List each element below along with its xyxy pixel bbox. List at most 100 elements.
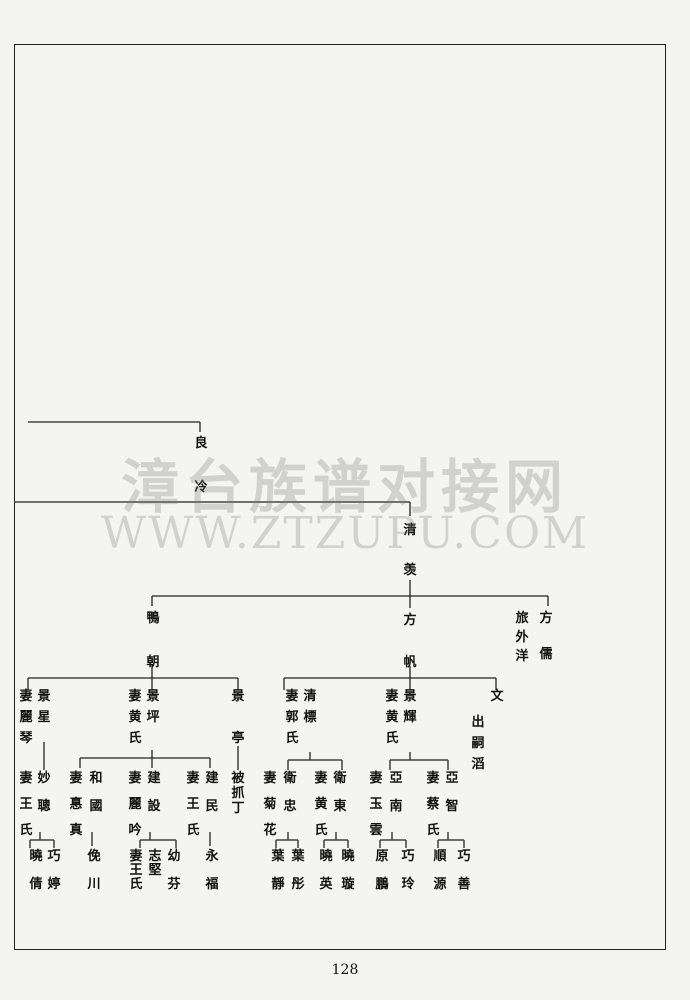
tree-char: 芬 <box>167 877 181 892</box>
tree-char: 建 <box>147 771 161 786</box>
tree-char: 雲 <box>369 823 383 838</box>
tree-char: 吟 <box>128 823 142 838</box>
tree-char: 南 <box>389 799 403 814</box>
page-number: 128 <box>331 962 359 978</box>
tree-char: 花 <box>263 823 277 838</box>
tree-char: 星 <box>37 710 51 725</box>
tree-char: 志 <box>148 849 162 864</box>
tree-char: 鵬 <box>375 877 389 892</box>
tree-char: 源 <box>433 877 447 892</box>
tree-char: 出 <box>471 715 485 730</box>
tree-char: 巧 <box>457 849 471 864</box>
tree-char: 忠 <box>283 799 297 814</box>
tree-char: 英 <box>319 877 333 892</box>
tree-char: 氏 <box>129 877 143 892</box>
tree-char: 妻 <box>19 771 33 786</box>
tree-char: 真 <box>69 823 83 838</box>
tree-char: 景 <box>146 689 160 704</box>
tree-char: 氏 <box>19 823 33 838</box>
tree-char: 巧 <box>47 849 61 864</box>
tree-char: 清 <box>303 689 317 704</box>
tree-char: 衛 <box>283 771 297 786</box>
tree-char: 妻 <box>369 771 383 786</box>
tree-char: 妻 <box>129 849 143 864</box>
tree-char: 妻 <box>314 771 328 786</box>
tree-char: 東 <box>333 799 347 814</box>
tree-char: 妙 <box>37 771 51 786</box>
tree-char: 幼 <box>167 849 181 864</box>
tree-char: 彤 <box>291 877 305 892</box>
tree-char: 景 <box>403 689 417 704</box>
tree-char: 智 <box>445 799 459 814</box>
tree-char: 朝 <box>146 655 160 670</box>
tree-char: 被 <box>231 771 245 786</box>
tree-char: 黄 <box>314 797 328 812</box>
tree-char: 亞 <box>389 771 403 786</box>
tree-char: 順 <box>433 849 447 864</box>
tree-char: 曉 <box>319 849 333 864</box>
tree-char: 王 <box>186 797 200 812</box>
tree-char: 妻 <box>263 771 277 786</box>
tree-char: 曉 <box>341 849 355 864</box>
tree-char: 洋 <box>515 649 529 664</box>
tree-char: 坪 <box>146 710 160 725</box>
tree-char: 惪 <box>69 797 83 812</box>
tree-char: 黄 <box>385 710 399 725</box>
tree-char: 麗 <box>128 797 142 812</box>
tree-char: 妻 <box>186 771 200 786</box>
tree-char: 氏 <box>285 731 299 746</box>
tree-char: 滔 <box>471 757 485 772</box>
tree-char: 妻 <box>19 689 33 704</box>
tree-char: 帆 <box>403 655 417 670</box>
tree-char: 玉 <box>369 797 383 812</box>
tree-char: 妻 <box>128 689 142 704</box>
tree-char: 俛 <box>87 849 101 864</box>
tree-char: 氏 <box>314 823 328 838</box>
tree-char: 儒 <box>539 647 553 662</box>
tree-char: 曉 <box>29 849 43 864</box>
tree-char: 福 <box>205 877 219 892</box>
tree-char: 妻 <box>426 771 440 786</box>
tree-char: 衛 <box>333 771 347 786</box>
tree-char: 氏 <box>128 731 142 746</box>
tree-char: 王 <box>19 797 33 812</box>
tree-char: 標 <box>303 710 317 725</box>
tree-char: 靜 <box>271 877 285 892</box>
tree-char: 民 <box>205 799 219 814</box>
tree-char: 璇 <box>341 877 355 892</box>
tree-char: 亭 <box>231 731 245 746</box>
tree-char: 倩 <box>29 877 43 892</box>
tree-char: 菊 <box>263 797 277 812</box>
tree-char: 玲 <box>401 877 415 892</box>
tree-char: 蔡 <box>426 797 440 812</box>
tree-char: 嗣 <box>471 736 485 751</box>
tree-char: 氏 <box>186 823 200 838</box>
tree-char: 妻 <box>69 771 83 786</box>
tree-char: 國 <box>89 799 103 814</box>
tree-char: 王 <box>129 863 143 878</box>
tree-char: 景 <box>37 689 51 704</box>
tree-char: 抓 <box>231 786 245 801</box>
tree-char: 冷 <box>194 480 208 495</box>
tree-char: 黄 <box>128 710 142 725</box>
tree-char: 妻 <box>385 689 399 704</box>
tree-char: 景 <box>231 689 245 704</box>
tree-char: 清 <box>403 523 417 538</box>
tree-char: 麗 <box>19 710 33 725</box>
tree-char: 葉 <box>271 849 285 864</box>
tree-char: 郭 <box>285 710 299 725</box>
tree-char: 聰 <box>37 799 51 814</box>
page-frame <box>14 44 666 950</box>
tree-char: 建 <box>205 771 219 786</box>
tree-char: 氏 <box>426 823 440 838</box>
tree-char: 氏 <box>385 731 399 746</box>
tree-char: 善 <box>457 877 471 892</box>
tree-char: 妻 <box>285 689 299 704</box>
tree-char: 原 <box>375 849 389 864</box>
tree-char: 丁 <box>231 801 245 816</box>
tree-char: 川 <box>87 877 101 892</box>
tree-char: 輝 <box>403 710 417 725</box>
tree-char: 亞 <box>445 771 459 786</box>
tree-char: 外 <box>515 630 529 645</box>
